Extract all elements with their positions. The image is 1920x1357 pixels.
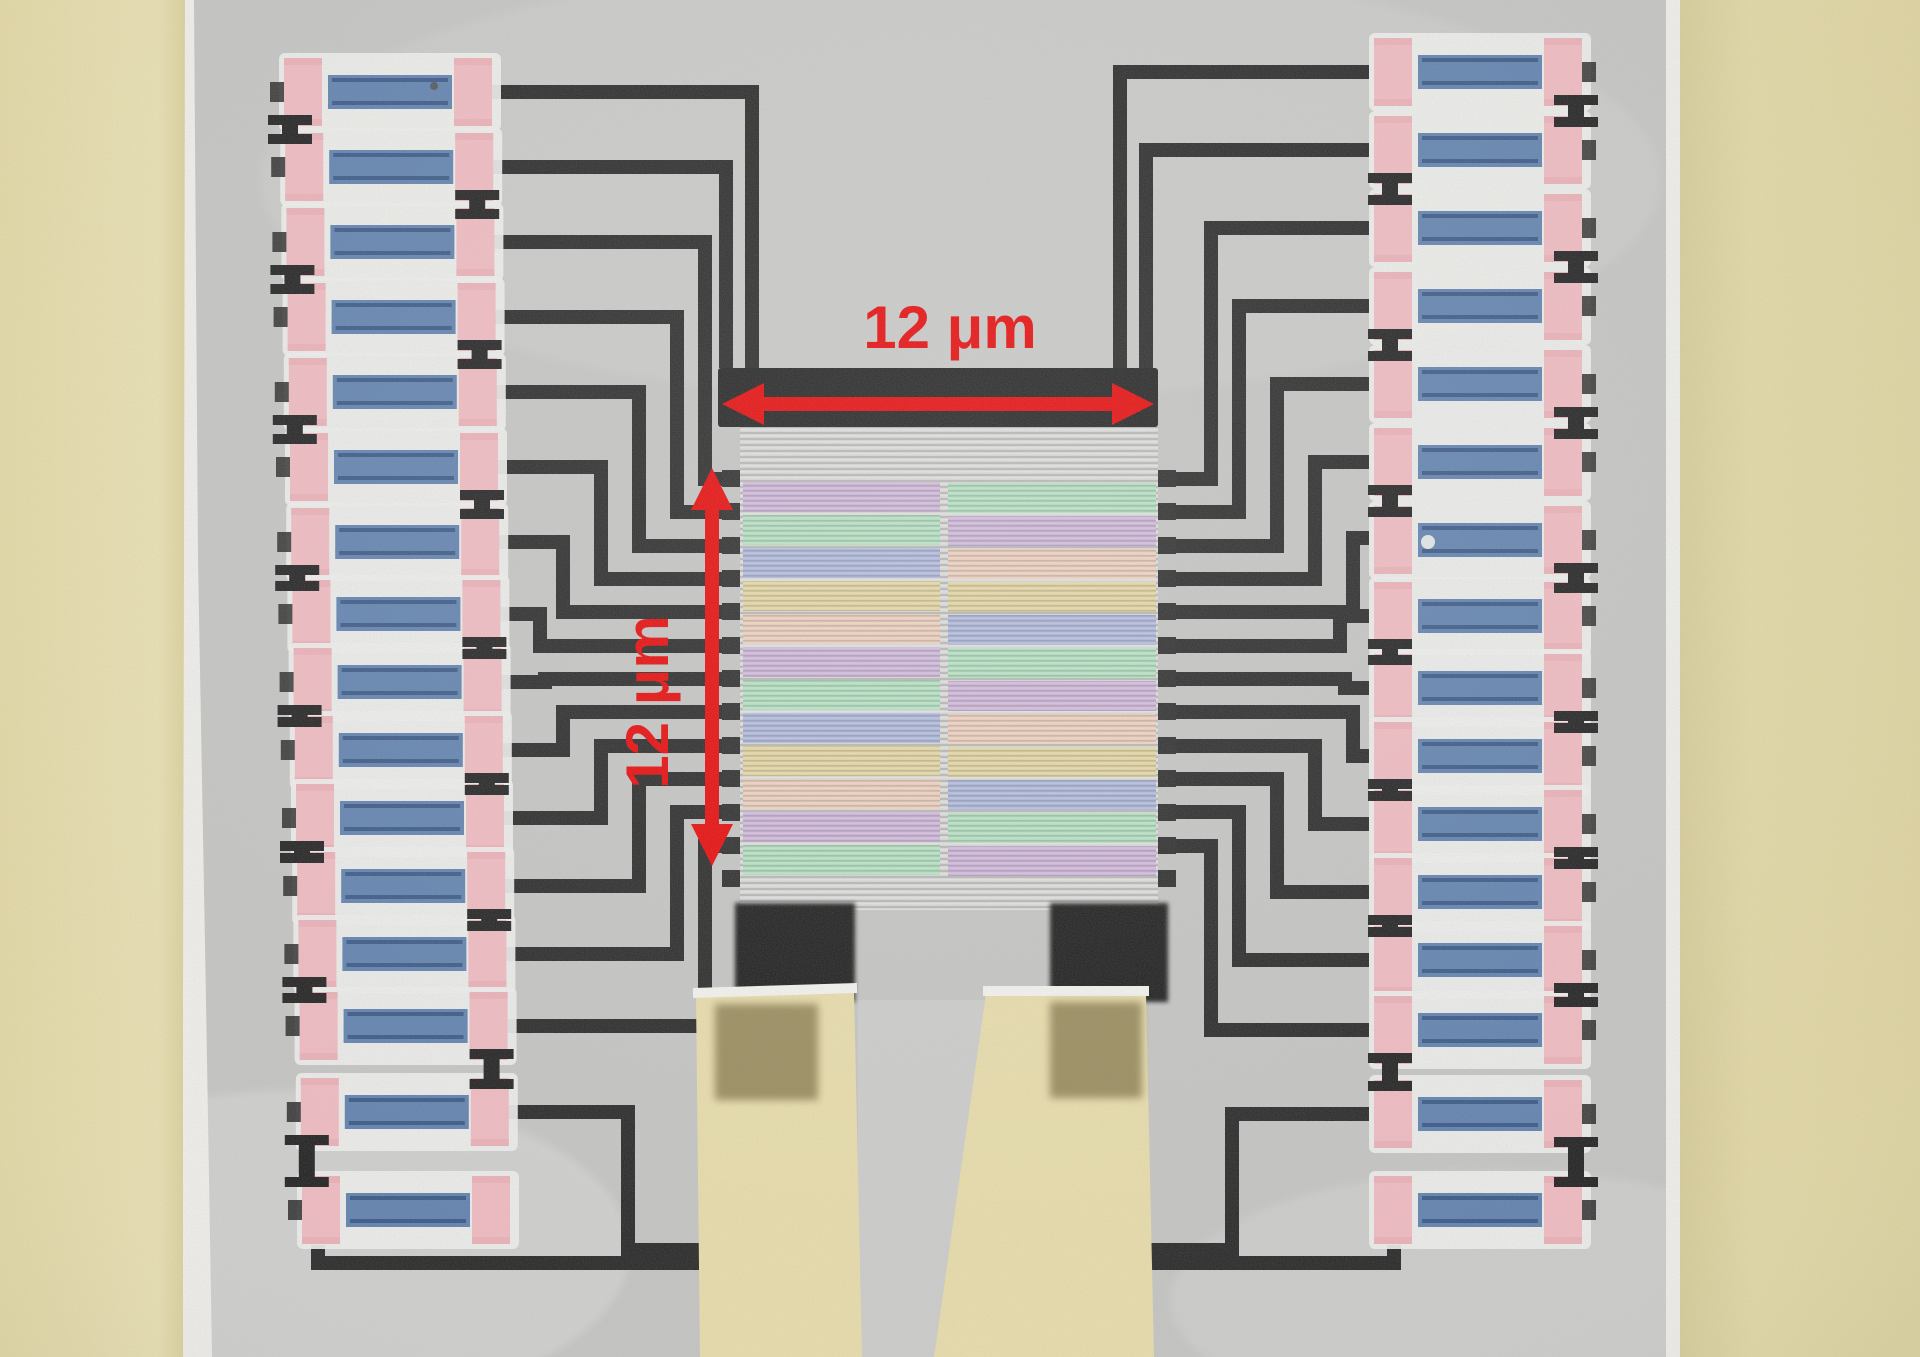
sem-grain-overlay: [0, 0, 1920, 1357]
sem-micrograph: 12 μm 12 μm: [0, 0, 1920, 1357]
